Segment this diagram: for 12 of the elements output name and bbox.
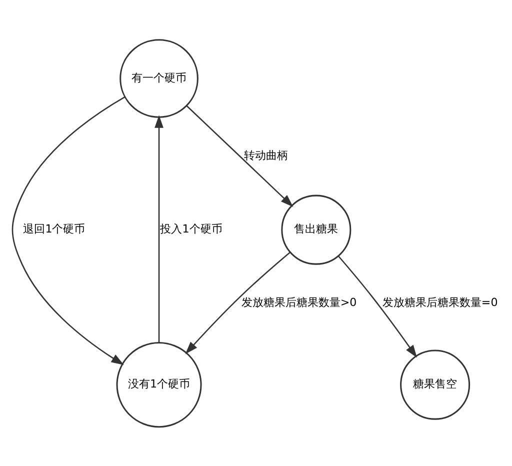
edge-label: 发放糖果后糖果数量=0 — [382, 296, 498, 309]
edge-label: 投入1个硬币 — [160, 222, 222, 236]
arrow — [338, 255, 418, 358]
arrow — [185, 251, 290, 354]
edge-label: 发放糖果后糖果数量>0 — [241, 296, 357, 309]
arrow — [154, 114, 164, 342]
arrow — [12, 96, 126, 365]
edge-label: 转动曲柄 — [244, 148, 288, 162]
node-circle: 糖果售空 — [400, 349, 470, 420]
node-circle: 有一个硬币 — [120, 38, 198, 118]
arrow — [186, 104, 294, 207]
edge-label: 退回1个硬币 — [23, 222, 86, 236]
